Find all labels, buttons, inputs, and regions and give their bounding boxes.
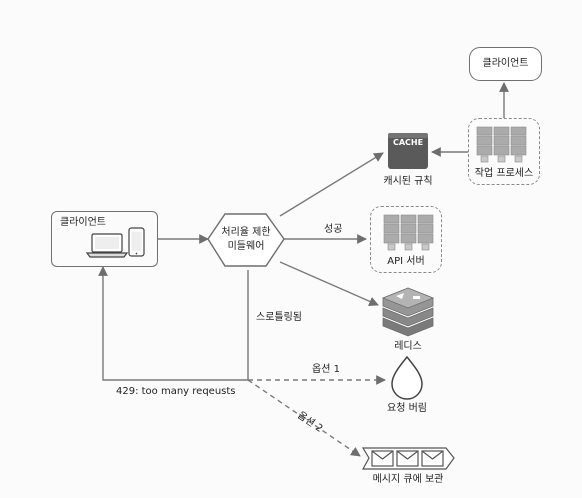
worker-box[interactable] — [468, 118, 540, 185]
water-drop-icon — [391, 355, 423, 400]
edge-throttled-label: 스로틀링됨 — [256, 312, 302, 323]
client-box-top[interactable] — [469, 47, 542, 81]
api-server-box[interactable] — [370, 206, 442, 273]
worker-label: 작업 프로세스 — [474, 168, 534, 179]
edge-option1-label: 옵션 1 — [312, 364, 340, 375]
edge-success-label: 성공 — [324, 224, 343, 235]
drop-label: 요청 버림 — [387, 403, 427, 414]
redis-icon — [381, 287, 435, 337]
middleware-hexagon[interactable] — [207, 213, 285, 267]
edge-middleware-to-redis — [279, 261, 379, 306]
client-box-left[interactable] — [51, 211, 158, 267]
edge-throttled-to-client — [98, 266, 249, 381]
phone-icon — [128, 227, 145, 257]
redis-label: 레디스 — [394, 341, 422, 352]
middleware-label-line2: 미들웨어 — [227, 241, 265, 252]
middleware-label-line1: 처리율 제한 — [221, 227, 271, 238]
message-queue-icon — [361, 447, 455, 470]
edge-option2-to-queue — [247, 379, 361, 457]
cache-badge-label: CACHE — [392, 138, 424, 147]
cache-icon — [388, 133, 428, 169]
client-left-label: 클라이언트 — [60, 217, 106, 228]
edge-middleware-to-cache — [279, 152, 384, 217]
cache-label: 캐시된 규칙 — [383, 176, 433, 187]
client-top-label: 클라이언트 — [482, 58, 529, 69]
laptop-icon — [85, 233, 129, 258]
worker-server-icon — [476, 126, 527, 163]
queue-label: 메시지 큐에 보관 — [372, 474, 444, 485]
edge-error-label: 429: too many reqeusts — [116, 386, 236, 397]
api-server-icon — [383, 214, 434, 251]
api-server-label: API 서버 — [387, 256, 425, 267]
